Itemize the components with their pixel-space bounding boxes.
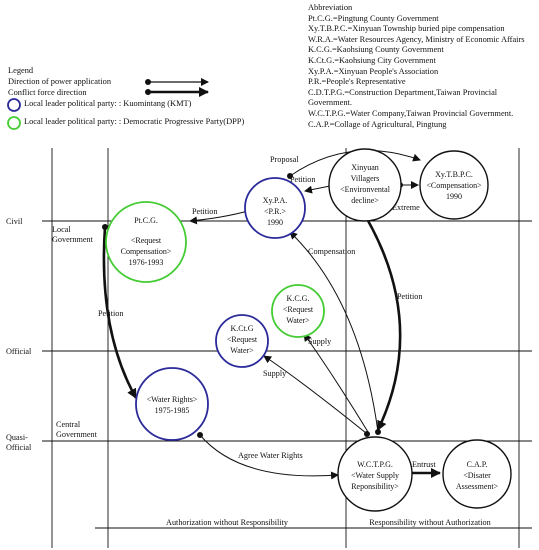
edge-petition-xinyuan-xypa: [304, 185, 331, 194]
bottom-left-label: Authorization without Responsibility: [166, 518, 289, 527]
edge-label-proposal: Proposal: [270, 155, 299, 164]
node-xinyuan-villagers: Xinyuan Villagers <Environvental decline…: [328, 148, 402, 222]
svg-text:Xy.P.A.: Xy.P.A.: [263, 196, 288, 205]
edge-compensation: [289, 231, 379, 433]
svg-text:1975-1985: 1975-1985: [155, 406, 190, 415]
abbreviation-block: Abbreviation Pt.C.G.=Pingtung County Gov…: [308, 3, 536, 130]
svg-text:Water>: Water>: [230, 346, 254, 355]
level-central-gov-label: Central: [56, 420, 81, 429]
svg-text:Villagers: Villagers: [351, 174, 380, 183]
svg-text:<Environvental: <Environvental: [340, 185, 391, 194]
svg-text:<Water Rights>: <Water Rights>: [147, 395, 198, 404]
abbr-cdtpg: C.D.T.P.G.=Construction Department,Taiwa…: [308, 87, 498, 108]
svg-text:C.A.P.: C.A.P.: [467, 460, 488, 469]
legend-dpp-circle: [7, 116, 21, 130]
edge-label-supply-1: Supply: [308, 337, 332, 346]
edge-label-extreme: Extreme: [392, 203, 420, 212]
node-kcg: K.C.G. <Request Water>: [271, 284, 325, 338]
edge-petition-xinyuan-wctpg: [358, 206, 402, 431]
edges: [102, 150, 441, 480]
svg-text:Xinyuan: Xinyuan: [351, 163, 379, 172]
svg-text:<Request: <Request: [283, 305, 314, 314]
edge-agree-water-rights: [199, 434, 339, 480]
svg-text:Water>: Water>: [286, 316, 310, 325]
legend-conflict-arrow: [145, 87, 209, 97]
abbr-xypa: Xy.P.A.=Xinyuan People's Association: [308, 66, 439, 76]
edge-petition-ptcg-water: [102, 226, 138, 399]
svg-text:K.Ct.G: K.Ct.G: [230, 324, 253, 333]
node-xytbpc: Xy.T.B.P.C. <Compensation> 1990: [419, 150, 489, 220]
svg-text:Compensation>: Compensation>: [121, 247, 172, 256]
edge-supply-kctg: [263, 355, 367, 434]
legend-kmt-label: Local leader political party: : Kuominta…: [24, 99, 192, 108]
svg-text:1990: 1990: [267, 218, 283, 227]
abbr-kcg: K.C.G.=Kaohsiung County Government: [308, 45, 444, 55]
legend-power-label: Direction of power application: [8, 77, 112, 86]
level-official-label: Official: [6, 347, 32, 356]
edge-petition-xypa-ptcg: [189, 210, 249, 225]
legend-conflict-label: Conflict force direction: [8, 88, 87, 97]
svg-text:<Request: <Request: [131, 236, 162, 245]
svg-text:Xy.T.B.P.C.: Xy.T.B.P.C.: [435, 170, 473, 179]
svg-text:K.C.G.: K.C.G.: [287, 294, 310, 303]
node-water-rights: <Water Rights> 1975-1985: [135, 367, 209, 441]
node-xypa: Xy.P.A. <P.R.> 1990: [244, 177, 306, 239]
level-local-gov-label: Local: [52, 225, 71, 234]
edge-label-supply-2: Supply: [263, 369, 287, 378]
level-quasi-label: Quasi-: [6, 433, 28, 442]
level-quasi-label-2: Official: [6, 443, 32, 452]
svg-text:Pt.C.G.: Pt.C.G.: [134, 216, 158, 225]
abbr-ptcg: Pt.C.G.=Pingtung County Government: [308, 13, 439, 23]
abbr-cap: C.A.P.=Collage of Agricultural, Pingtung: [308, 119, 447, 129]
edge-label-petition-3: Petition: [98, 309, 123, 318]
node-ptcg: Pt.C.G. <Request Compensation> 1976-1993: [105, 201, 187, 283]
edge-label-agree: Agree Water Rights: [238, 451, 303, 460]
level-civil-label: Civil: [6, 217, 23, 226]
legend: Legend Direction of power application Co…: [8, 66, 111, 99]
svg-text:1976-1993: 1976-1993: [129, 258, 164, 267]
legend-dpp-label: Local leader political party: : Democrat…: [24, 117, 245, 126]
edge-supply-kcg: [303, 333, 369, 433]
node-cap: C.A.P. <Disater Assessment>: [442, 439, 512, 509]
level-central-gov-label-2: Government: [56, 430, 98, 439]
edge-label-entrust: Entrust: [412, 460, 436, 469]
abbr-pr: P.R.=People's Representative: [308, 77, 406, 87]
svg-text:Assessment>: Assessment>: [456, 482, 499, 491]
svg-text:Reponsibility>: Reponsibility>: [351, 482, 399, 491]
svg-text:decline>: decline>: [351, 196, 379, 205]
svg-text:W.C.T.P.G.: W.C.T.P.G.: [357, 460, 393, 469]
abbr-wra: W.R.A.=Water Resources Agency, Ministry …: [308, 34, 525, 44]
svg-text:<Request: <Request: [227, 335, 258, 344]
abbr-wctpg: W.C.T.P.G.=Water Company,Taiwan Provinci…: [308, 108, 514, 118]
edge-label-petition-4: Petition: [397, 292, 422, 301]
node-kctg: K.Ct.G <Request Water>: [215, 314, 269, 368]
legend-title: Legend: [8, 66, 34, 75]
abbreviation-title: Abbreviation: [308, 3, 353, 12]
svg-text:<Water Supply: <Water Supply: [351, 471, 399, 480]
legend-kmt-circle: [7, 98, 21, 112]
svg-text:<P.R.>: <P.R.>: [264, 207, 286, 216]
svg-text:<Compensation>: <Compensation>: [426, 181, 482, 190]
svg-text:<Disater: <Disater: [463, 471, 491, 480]
node-wctpg: W.C.T.P.G. <Water Supply Reponsibility>: [337, 436, 413, 512]
edge-label-petition-2: Petition: [192, 207, 217, 216]
level-local-gov-label-2: Government: [52, 235, 94, 244]
edge-label-compensation: Compensation: [308, 247, 355, 256]
abbr-xytbpc: Xy.T.B.P.C.=Xinyuan Township buried pipe…: [308, 24, 505, 34]
legend-power-arrow: [145, 78, 209, 86]
bottom-right-label: Responsibility without Authorization: [369, 518, 490, 527]
edge-label-petition-1: Petition: [290, 175, 315, 184]
svg-text:1990: 1990: [446, 192, 462, 201]
abbr-kctg: K.Ct.G.=Kaohsiung City Government: [308, 55, 436, 65]
